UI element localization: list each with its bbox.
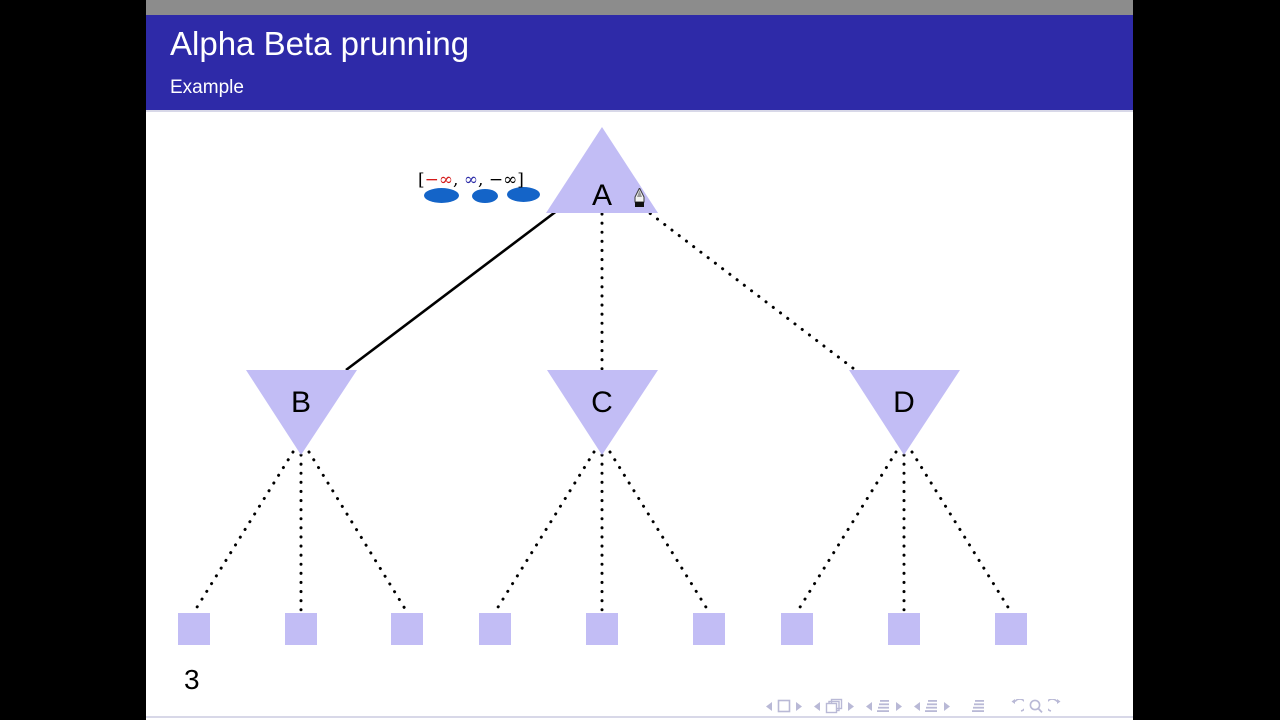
nav-group-subsection[interactable] [866,699,902,714]
page-number: 3 [184,664,200,695]
next-subsection-icon[interactable] [895,701,902,711]
node-b [246,370,357,455]
beta-value: ∞ [463,170,479,190]
prev-subsection-icon[interactable] [866,701,873,711]
leaf-node-7 [781,613,813,645]
edge-a-b [345,208,559,372]
node-b-label: B [291,386,311,419]
navbar-divider [146,716,1133,718]
beamer-navigation-bar[interactable] [766,696,1116,716]
game-tree-diagram: A B C D [178,127,1027,645]
nav-group-slide[interactable] [766,699,802,713]
bracket-close: ] [517,170,524,190]
search-magnifier-icon[interactable] [1028,699,1044,714]
subsection-indicator-icon[interactable] [877,699,891,714]
highlight-ellipse-2 [472,189,498,203]
sep-2: , [478,170,489,190]
leaf-node-1 [178,613,210,645]
alpha-beta-value-annotation: [−∞, ∞, −∞] [418,170,548,210]
node-d [849,370,960,455]
back-arrow-icon[interactable] [1008,697,1027,714]
edge-b-leaf1 [192,450,295,614]
edge-d-leaf7 [795,450,898,614]
bracket-open: [ [418,170,425,190]
page-subtitle: Example [170,77,244,98]
leaf-node-9 [995,613,1027,645]
next-slide-icon[interactable] [795,701,802,711]
node-a-label: A [592,179,612,212]
value-value: −∞ [488,170,518,190]
prev-frame-icon[interactable] [814,701,821,711]
letterbox-right [1133,0,1280,720]
prev-slide-icon[interactable] [766,701,773,711]
sep-1: , [453,170,464,190]
edge-b-leaf3 [307,450,409,614]
next-frame-icon[interactable] [847,701,854,711]
slide-canvas: Alpha Beta prunning Example [146,0,1133,720]
highlight-ellipse-1 [424,188,459,203]
slide-header: Alpha Beta prunning Example [146,15,1133,110]
node-a [546,127,658,213]
leaf-node-3 [391,613,423,645]
prev-section-icon[interactable] [914,701,921,711]
frame-indicator-icon[interactable] [825,698,843,714]
node-c-label: C [591,386,613,419]
edge-a-d [641,206,860,374]
annotation-text: [−∞, ∞, −∞] [418,170,524,190]
section-indicator-icon[interactable] [925,699,939,714]
top-grey-strip [146,0,1133,15]
leaf-node-6 [693,613,725,645]
nav-group-section[interactable] [914,699,950,714]
leaf-node-5 [586,613,618,645]
toc-indicator-icon[interactable] [972,699,986,714]
letterbox-left [0,0,146,720]
next-section-icon[interactable] [943,701,950,711]
leaf-node-4 [479,613,511,645]
page-title: Alpha Beta prunning [170,25,470,62]
edge-d-leaf9 [910,450,1013,614]
edge-c-leaf6 [608,450,711,614]
nav-group-frame[interactable] [814,698,854,714]
forward-arrow-icon[interactable] [1045,697,1064,714]
header-divider [146,110,1133,112]
nav-group-toc[interactable] [972,699,986,714]
alpha-value: −∞ [424,170,454,190]
edge-c-leaf4 [493,450,596,614]
leaf-node-8 [888,613,920,645]
nav-group-history[interactable] [1008,697,1064,714]
pen-cursor-icon [634,188,645,207]
leaf-node-2 [285,613,317,645]
highlight-ellipse-3 [507,187,540,202]
node-c [547,370,658,455]
slide-indicator-icon[interactable] [777,699,791,713]
node-d-label: D [893,386,915,419]
